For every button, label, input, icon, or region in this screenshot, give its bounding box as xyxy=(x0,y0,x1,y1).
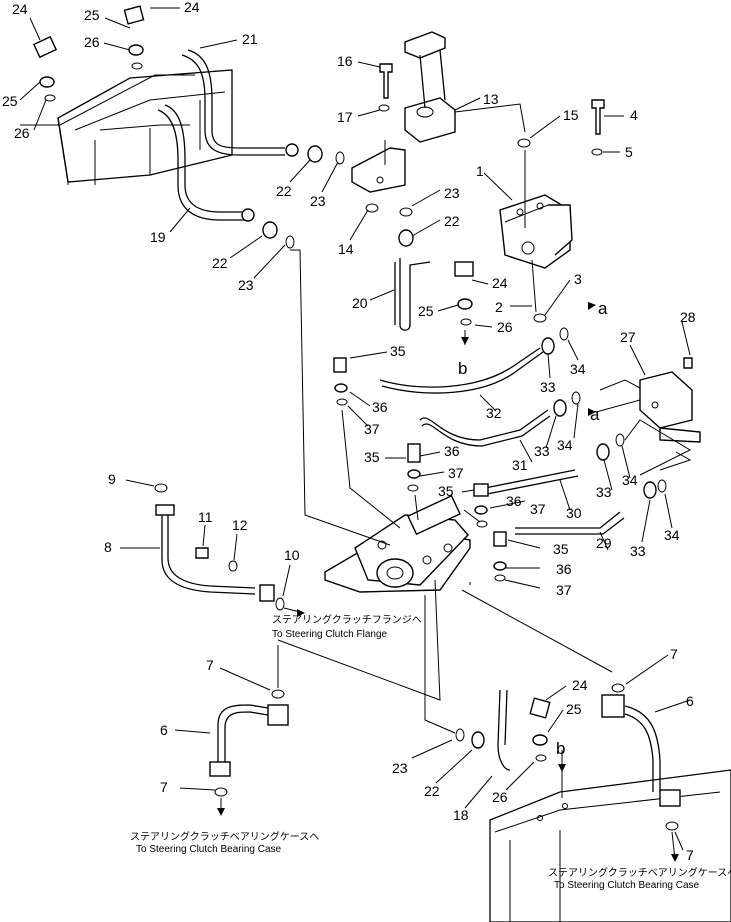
valve-block-13 xyxy=(404,31,456,143)
callout: 26 xyxy=(84,34,100,50)
callout: 30 xyxy=(566,505,582,521)
callout: 23 xyxy=(310,193,326,209)
callout: 37 xyxy=(364,421,380,437)
callout: 26 xyxy=(492,789,508,805)
callout: 29 xyxy=(596,535,612,551)
callout: 9 xyxy=(108,471,116,487)
callout: 36 xyxy=(444,443,460,459)
callout: 36 xyxy=(506,493,522,509)
callout: 34 xyxy=(622,472,638,488)
flow-arrows xyxy=(217,302,679,862)
callout: 4 xyxy=(630,107,638,123)
callout: 24 xyxy=(572,677,588,693)
callout: 10 xyxy=(284,547,300,563)
note-flange-en: To Steering Clutch Flange xyxy=(272,629,388,640)
pipes xyxy=(157,49,661,792)
callout: 35 xyxy=(390,343,406,359)
callout: 33 xyxy=(534,443,550,459)
callout: 33 xyxy=(630,543,646,559)
callout: 7 xyxy=(686,847,694,863)
bracket-27 xyxy=(639,371,701,443)
upper-left-tank xyxy=(57,69,233,185)
callout: 19 xyxy=(150,229,166,245)
letter-markers: a b a b xyxy=(458,299,608,758)
callout: 36 xyxy=(372,399,388,415)
callout: 34 xyxy=(664,527,680,543)
callout: 27 xyxy=(620,329,636,345)
callout: 22 xyxy=(424,783,440,799)
callout: 12 xyxy=(232,517,248,533)
callout: 34 xyxy=(557,437,573,453)
callout: 13 xyxy=(483,91,499,107)
callout: 6 xyxy=(686,693,694,709)
block-14 xyxy=(351,147,406,193)
callout: 34 xyxy=(570,361,586,377)
marker-letter: a xyxy=(590,405,600,424)
callout: 6 xyxy=(160,722,168,738)
callout: 17 xyxy=(337,109,353,125)
callout: 24 xyxy=(492,275,508,291)
callout: 25 xyxy=(84,7,100,23)
callout: 2 xyxy=(495,299,503,315)
callout: 22 xyxy=(444,213,460,229)
center-base-plate xyxy=(324,494,471,593)
callout: 15 xyxy=(563,107,579,123)
callout: 8 xyxy=(104,539,112,555)
fittings xyxy=(32,5,693,831)
callout: 26 xyxy=(497,319,513,335)
callout: 31 xyxy=(512,457,528,473)
callout: 26 xyxy=(14,125,30,141)
callout: 35 xyxy=(364,449,380,465)
callout: 23 xyxy=(238,277,254,293)
callout: 1 xyxy=(476,163,484,179)
note-flange-jp: ステアリングクラッチフランジへ xyxy=(272,613,422,626)
callout: 35 xyxy=(438,483,454,499)
callout: 25 xyxy=(418,303,434,319)
note-case-right-en: To Steering Clutch Bearing Case xyxy=(554,880,700,891)
note-case-left-jp: ステアリングクラッチベアリングケースへ xyxy=(130,830,319,843)
marker-letter: b xyxy=(556,739,565,758)
marker-letter: b xyxy=(458,359,467,378)
callout: 33 xyxy=(596,484,612,500)
callout: 25 xyxy=(566,701,582,717)
destination-notes: ステアリングクラッチフランジへ To Steering Clutch Flang… xyxy=(130,613,731,891)
callout: 24 xyxy=(12,1,28,17)
note-case-right-jp: ステアリングクラッチベアリングケースへ xyxy=(548,866,731,879)
callout: 5 xyxy=(625,144,633,160)
callout: 11 xyxy=(198,509,213,525)
pump-assembly xyxy=(499,194,573,269)
leader-lines xyxy=(19,7,692,861)
callout: 37 xyxy=(530,501,546,517)
callout: 7 xyxy=(206,657,214,673)
callout: 35 xyxy=(553,541,569,557)
lower-right-tank xyxy=(489,769,731,922)
note-case-left-en: To Steering Clutch Bearing Case xyxy=(136,844,282,855)
callout: 22 xyxy=(276,183,292,199)
callout-labels: 24 25 24 26 21 25 26 16 13 17 15 4 5 1 2… xyxy=(2,0,696,863)
callout: 7 xyxy=(160,779,168,795)
callout: 7 xyxy=(670,646,678,662)
callout: 23 xyxy=(444,185,460,201)
callout: 16 xyxy=(337,53,353,69)
callout: 36 xyxy=(556,561,572,577)
callout: 32 xyxy=(486,405,502,421)
callout: 24 xyxy=(184,0,200,15)
callout: 14 xyxy=(338,241,354,257)
callout: 37 xyxy=(448,465,464,481)
callout: 20 xyxy=(352,295,368,311)
callout: 21 xyxy=(242,31,258,47)
callout: 3 xyxy=(574,271,582,287)
callout: 18 xyxy=(453,807,469,823)
callout: 22 xyxy=(212,255,228,271)
callout: 37 xyxy=(556,582,572,598)
callout: 23 xyxy=(392,760,408,776)
callout: 28 xyxy=(680,309,696,325)
callout: 33 xyxy=(540,379,556,395)
callout: 25 xyxy=(2,93,18,109)
marker-letter: a xyxy=(598,299,608,318)
